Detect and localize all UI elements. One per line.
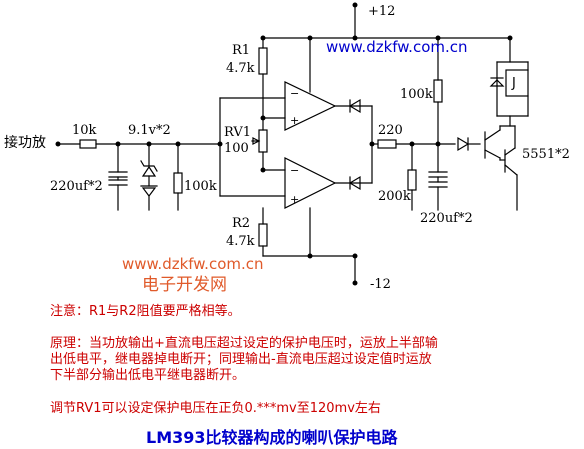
watermark-url-mid: www.dzkfw.com.cn bbox=[122, 255, 264, 273]
zener-label: 9.1v*2 bbox=[128, 123, 171, 138]
rv1-label: RV1 bbox=[224, 125, 251, 140]
transistor-label: 5551*2 bbox=[522, 147, 570, 162]
r2-label: R2 bbox=[232, 216, 251, 231]
cap-in-label: 220uf*2 bbox=[50, 179, 103, 194]
vminus-label: -12 bbox=[370, 277, 391, 292]
r-in-label: 10k bbox=[72, 123, 97, 138]
svg-text:+: + bbox=[290, 193, 299, 206]
svg-text:−: − bbox=[290, 164, 299, 177]
r-out-label: 220 bbox=[378, 123, 403, 138]
input-label: 接功放 bbox=[4, 135, 46, 151]
cap-out-label: 220uf*2 bbox=[420, 211, 473, 226]
svg-text:−: − bbox=[290, 87, 299, 100]
note-resistor-match: 注意：R1与R2阻值要严格相等。 bbox=[50, 304, 241, 319]
r1-value: 4.7k bbox=[226, 61, 255, 76]
principle-line-1: 原理：当功放输出+直流电压超过设定的保护电压时，运放上半部输 bbox=[50, 336, 438, 351]
vplus-label: +12 bbox=[368, 4, 396, 19]
r-pull-label: 100k bbox=[400, 87, 433, 102]
r-200k-label: 200k bbox=[378, 189, 411, 204]
principle-line-3: 下半部分输出低电平继电器断开。 bbox=[50, 368, 246, 383]
rv1-value: 100 bbox=[224, 141, 249, 156]
watermark-site-name: 电子开发网 bbox=[142, 275, 227, 295]
r-shunt-label: 100k bbox=[184, 179, 217, 194]
principle-line-2: 出低电平，继电器掉电断开；同理输出-直流电压超过设定值时运放 bbox=[50, 352, 432, 367]
relay-label: J bbox=[512, 76, 516, 91]
r1-label: R1 bbox=[232, 43, 251, 58]
watermark-url-top: www.dzkfw.com.cn bbox=[326, 38, 468, 56]
svg-text:+: + bbox=[290, 114, 299, 127]
note-adjust: 调节RV1可以设定保护电压在正负0.***mv至120mv左右 bbox=[50, 401, 381, 416]
r2-value: 4.7k bbox=[226, 234, 255, 249]
diagram-title: LM393比较器构成的喇叭保护电路 bbox=[146, 428, 398, 447]
